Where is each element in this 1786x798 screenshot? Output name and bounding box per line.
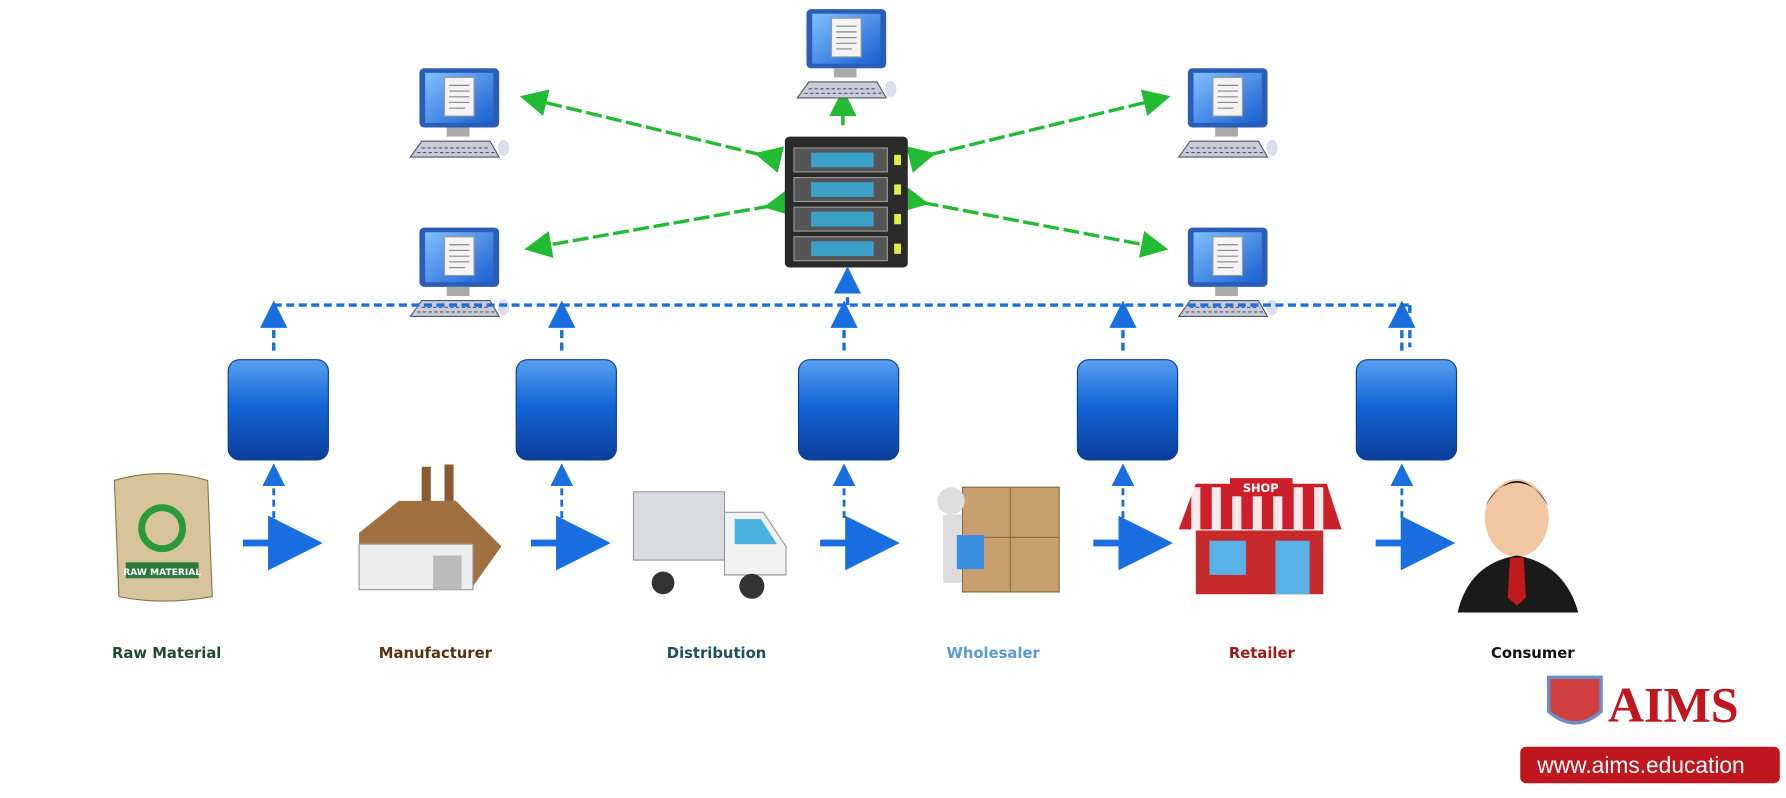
link-left-top <box>519 89 785 173</box>
link-left-bottom <box>524 189 793 259</box>
desktop-computer-icon <box>796 8 897 99</box>
desktop-computer-icon <box>409 227 510 318</box>
server-links <box>519 88 1171 259</box>
process-node <box>515 359 617 461</box>
stage-label: Manufacturer <box>379 645 493 662</box>
link-right-bottom <box>899 185 1169 258</box>
process-node <box>1355 359 1458 461</box>
boxes-worker-icon <box>937 486 1060 593</box>
aims-logo: AIMS www.aims.education <box>1520 675 1780 784</box>
aims-crest-icon <box>1546 675 1603 725</box>
desktop-computer-icon <box>1178 67 1279 158</box>
raw-material-sack-icon: RAW MATERIAL <box>113 472 213 602</box>
process-node <box>1076 359 1179 461</box>
factory-icon <box>358 464 502 591</box>
link-right-top <box>906 89 1171 173</box>
stage-label: Distribution <box>667 645 766 662</box>
stage-label: Raw Material <box>112 645 221 662</box>
shop-icon: SHOP <box>1178 478 1342 595</box>
stage-label: Retailer <box>1229 645 1296 662</box>
stage-label: Wholesaler <box>947 645 1041 662</box>
desktop-computer-icon <box>409 67 510 158</box>
aims-url[interactable]: www.aims.education <box>1536 752 1744 778</box>
shop-sign: SHOP <box>1243 481 1279 495</box>
sack-label: RAW MATERIAL <box>123 568 201 578</box>
process-node <box>797 359 900 461</box>
process-node <box>227 359 329 461</box>
aims-logo-text: AIMS <box>1608 677 1739 733</box>
truck-icon <box>632 491 787 599</box>
businessman-icon <box>1457 479 1579 613</box>
stage-label: Consumer <box>1491 645 1575 662</box>
desktop-computer-icon <box>1178 227 1279 318</box>
server-rack-icon <box>784 136 908 268</box>
